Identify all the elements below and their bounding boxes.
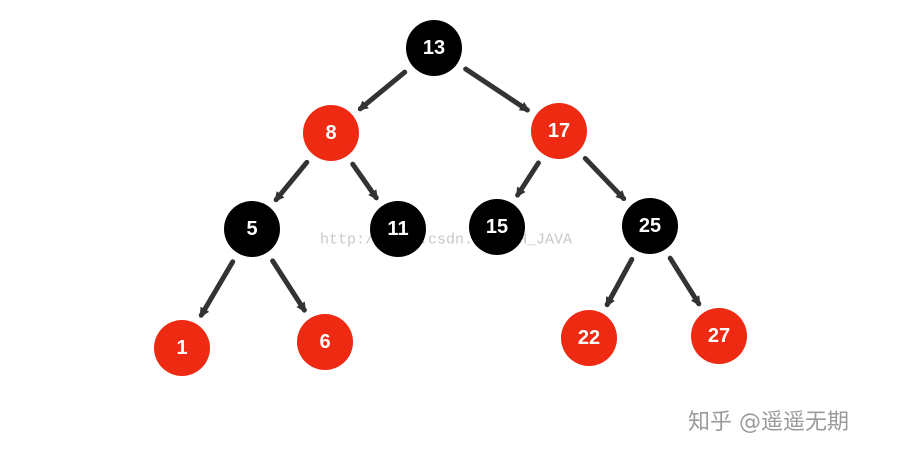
edge-arrow-n5-n1: [198, 259, 236, 318]
node-circle-black: [224, 201, 280, 257]
node-circle-black: [370, 201, 426, 257]
node-label: 17: [548, 120, 570, 142]
node-circle-red: [154, 320, 210, 376]
edge-arrow-n5-n6: [270, 258, 307, 313]
node-circle-red: [297, 314, 353, 370]
node-label: 6: [319, 331, 330, 353]
edge-arrow-n8-n5: [273, 159, 310, 203]
tree-nodes: 13 8 17 5 11 15 25 1 6 22 27: [154, 20, 747, 376]
node-label: 22: [578, 327, 600, 349]
node-label: 1: [176, 337, 187, 359]
tree-node-27: 27: [691, 308, 747, 364]
watermark-text: http://blog.csdn.net/QH_JAVA: [320, 232, 572, 249]
edge-arrow-n17-n25: [582, 155, 627, 202]
edge-arrow-n8-n11: [350, 161, 379, 201]
node-circle-red: [691, 308, 747, 364]
tree-node-22: 22: [561, 310, 617, 366]
tree-node-8: 8: [303, 105, 359, 161]
node-label: 15: [486, 216, 508, 238]
tree-node-25: 25: [622, 198, 678, 254]
node-label: 11: [387, 218, 408, 240]
edge-arrow-n13-n17: [463, 66, 530, 113]
node-label: 27: [708, 325, 730, 347]
node-circle-red: [561, 310, 617, 366]
node-circle-black: [406, 20, 462, 76]
node-label: 13: [423, 37, 445, 59]
node-circle-black: [469, 199, 525, 255]
tree-node-5: 5: [224, 201, 280, 257]
tree-node-11: 11: [370, 201, 426, 257]
tree-node-1: 1: [154, 320, 210, 376]
edge-arrow-n25-n22: [604, 256, 635, 308]
node-circle-red: [531, 103, 587, 159]
tree-node-13: 13: [406, 20, 462, 76]
node-label: 8: [325, 122, 336, 144]
node-circle-red: [303, 105, 359, 161]
node-label: 5: [246, 218, 257, 240]
tree-edges: [198, 66, 702, 318]
tree-node-17: 17: [531, 103, 587, 159]
node-circle-black: [622, 198, 678, 254]
node-label: 25: [639, 215, 661, 237]
edge-arrow-n25-n27: [667, 255, 702, 307]
tree-node-6: 6: [297, 314, 353, 370]
edge-arrow-n13-n8: [357, 69, 408, 112]
tree-node-15: 15: [469, 199, 525, 255]
edge-arrow-n17-n15: [515, 160, 541, 198]
credit-watermark: 知乎 @遥遥无期: [688, 410, 849, 435]
